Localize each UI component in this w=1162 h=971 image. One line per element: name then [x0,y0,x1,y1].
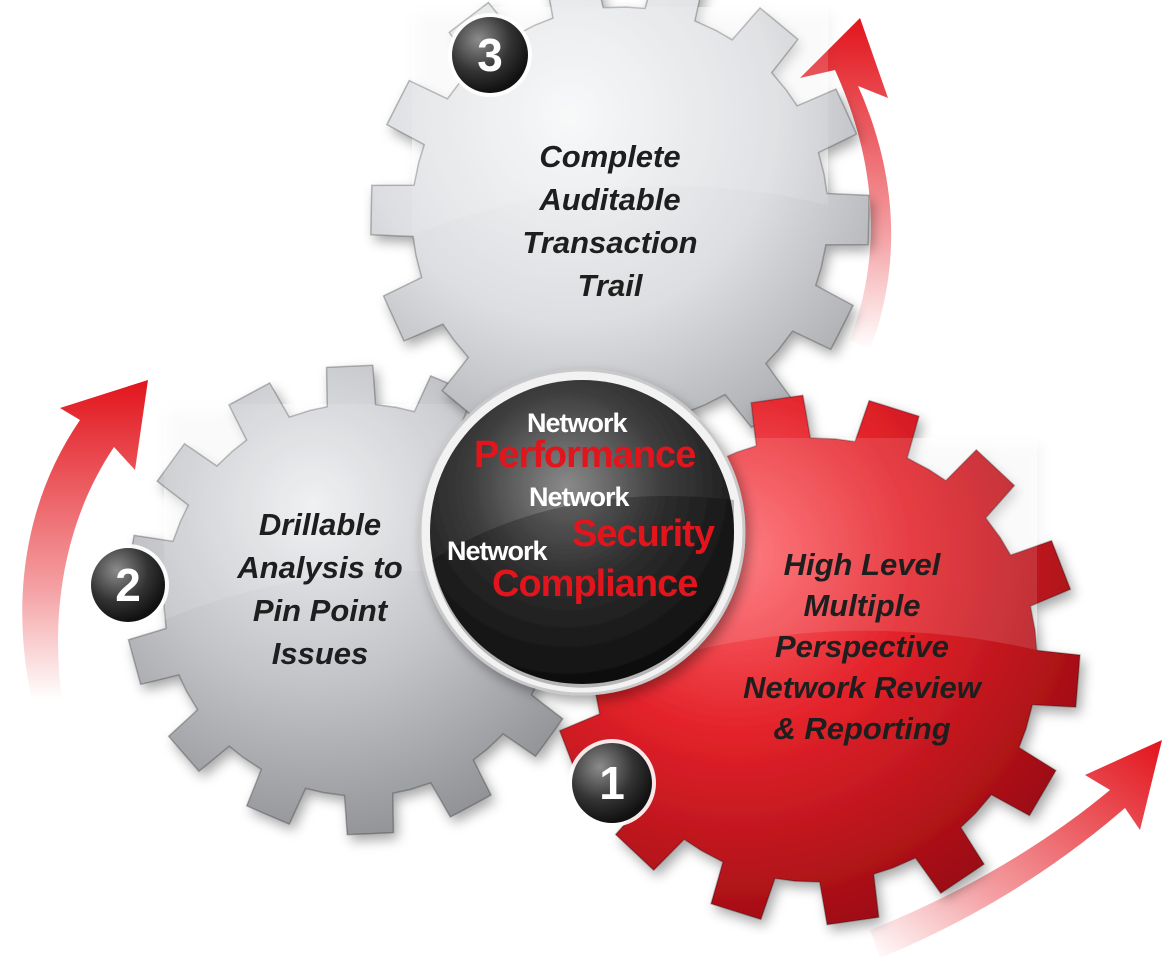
step-badge-1: 1 [568,739,656,827]
gear-1-line: Multiple [803,588,920,623]
gear-3 [370,0,870,465]
gear-2-line: Drillable [259,507,381,542]
step-badge-3: 3 [448,13,532,97]
gear-1-line: Perspective [775,629,949,664]
arrow-left-curve [22,380,148,700]
step-number-2: 2 [115,559,141,611]
gear-3-line: Trail [578,268,644,303]
gear-3-line: Complete [539,139,680,174]
arrow-bottom-curve [870,740,1162,958]
hub-word-compliance: Compliance [492,563,697,605]
step-badge-2: 2 [87,544,169,626]
gear-1-line: & Reporting [773,711,950,746]
gear-2-line: Pin Point [253,593,389,628]
hub-prefix-2: Network [529,482,631,512]
cycle-arrows [22,18,1162,958]
step-number-1: 1 [599,757,625,809]
gear-1-line: High Level [784,547,942,582]
hub-prefix-1: Network [527,408,629,438]
arrow-right-curve [800,18,892,350]
step-number-3: 3 [477,29,503,81]
hub-word-security: Security [572,513,715,555]
hub-word-performance: Performance [474,434,695,476]
gear-2-line: Issues [272,636,369,671]
gear-3-line: Auditable [538,182,680,217]
center-hub [418,368,746,696]
gear-2-line: Analysis to [236,550,402,585]
gear-3-line: Transaction [522,225,697,260]
hub-prefix-3: Network [447,536,549,566]
gear-1-line: Network Review [743,670,983,705]
